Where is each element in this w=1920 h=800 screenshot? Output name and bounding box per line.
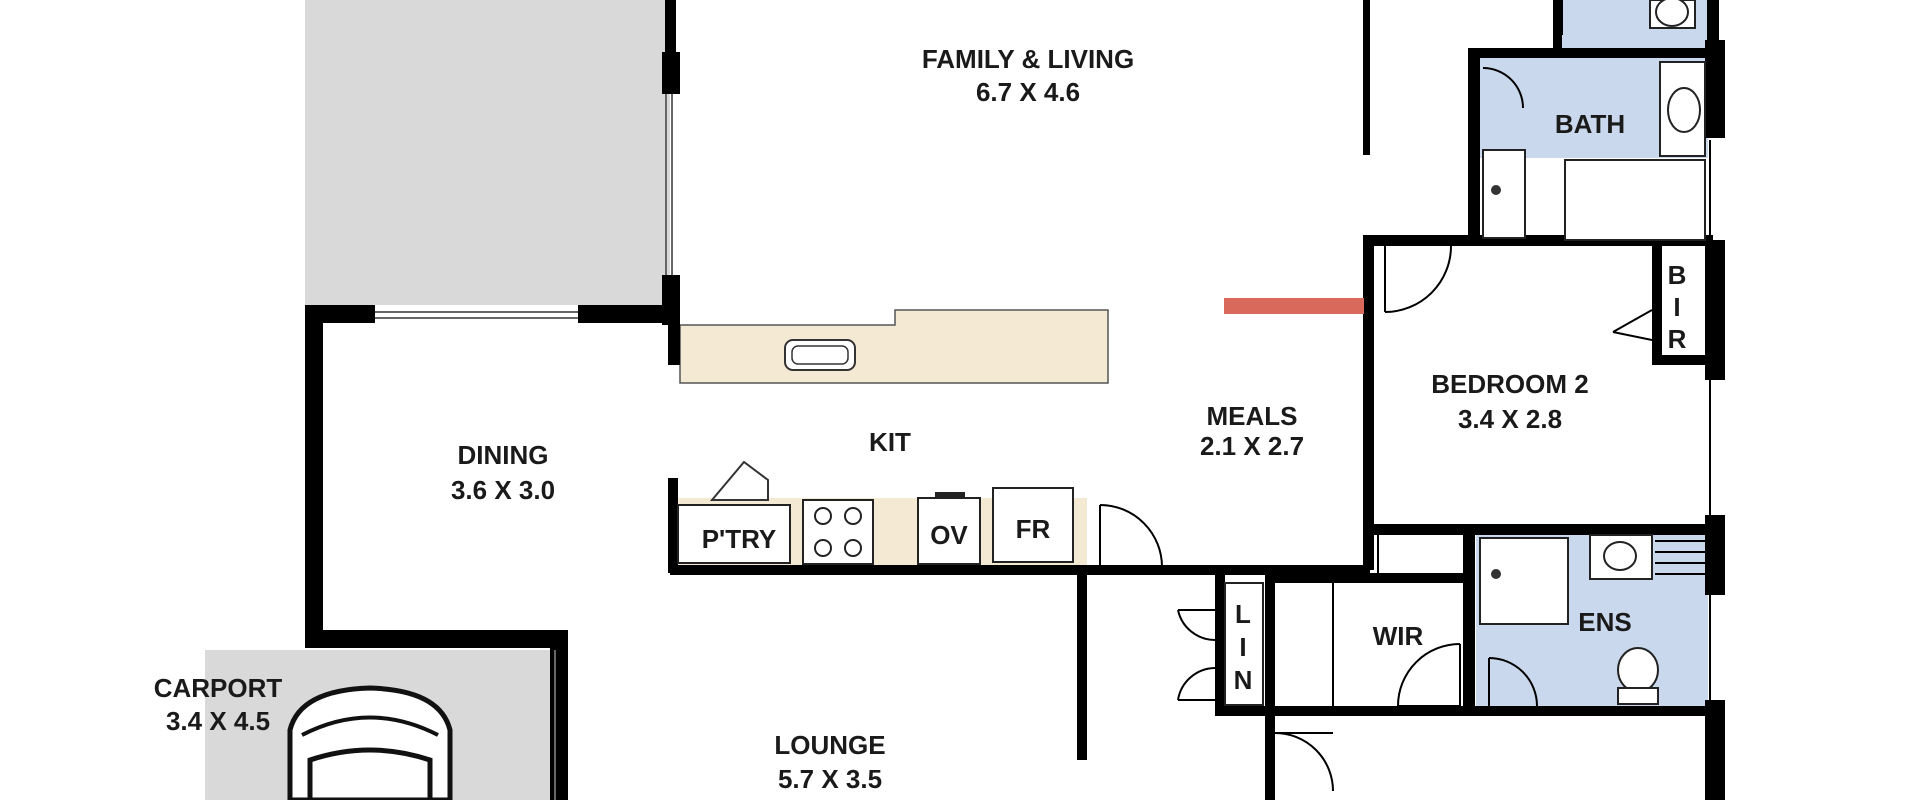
ens-fixtures (1479, 534, 1705, 707)
wir-door (1397, 643, 1461, 707)
meals-size: 2.1 X 2.7 (1200, 431, 1304, 461)
cooktop (802, 499, 874, 565)
meals-door (1099, 504, 1163, 568)
lounge-size: 5.7 X 3.5 (778, 764, 882, 794)
lounge-name: LOUNGE (774, 730, 885, 760)
family-living-name: FAMILY & LIVING (922, 44, 1134, 74)
bath-fixtures (1482, 61, 1706, 241)
bir-letter-1: B (1668, 260, 1687, 290)
shower-head-icon (1491, 185, 1501, 195)
ens-basin-icon (1603, 541, 1637, 571)
wir-name: WIR (1373, 621, 1424, 651)
feature-wall-accent (1224, 298, 1364, 314)
bedroom2-name: BEDROOM 2 (1431, 369, 1588, 399)
kitchen-island (679, 309, 1109, 384)
bir-door (1612, 309, 1653, 341)
family-living-size: 6.7 X 4.6 (976, 77, 1080, 107)
bath-name: BATH (1555, 109, 1625, 139)
ens-name: ENS (1578, 607, 1631, 637)
oven-box (917, 497, 981, 565)
fridge-box (992, 487, 1074, 563)
pantry-name: P'TRY (702, 524, 777, 554)
bir-letter-3: R (1668, 324, 1687, 354)
pantry-box (677, 504, 791, 564)
bedroom-door (1384, 245, 1452, 313)
alfresco-area (305, 0, 670, 305)
bir-letter-2: I (1673, 292, 1680, 322)
walls (305, 0, 1725, 800)
carport-size: 3.4 X 4.5 (166, 706, 270, 736)
linen-doors (1177, 582, 1264, 706)
bedroom2-size: 3.4 X 2.8 (1458, 404, 1562, 434)
room-labels: FAMILY & LIVING 6.7 X 4.6 BATH BEDROOM 2… (154, 44, 1687, 794)
carport-name: CARPORT (154, 673, 283, 703)
ens-shower-icon (1491, 569, 1501, 579)
lin-letter-1: L (1235, 599, 1251, 629)
lin-letter-2: I (1239, 632, 1246, 662)
toilet-icon (1655, 0, 1689, 27)
windows (375, 94, 673, 800)
lounge-door (1274, 732, 1334, 792)
fridge-name: FR (1016, 514, 1051, 544)
dining-size: 3.6 X 3.0 (451, 475, 555, 505)
ens-toilet-icon (1617, 647, 1659, 693)
basin-icon (1667, 87, 1701, 133)
oven-vent (935, 492, 965, 498)
dining-name: DINING (458, 440, 549, 470)
lin-letter-3: N (1234, 665, 1253, 695)
kit-name: KIT (869, 427, 911, 457)
top-wc (1561, 0, 1696, 35)
oven-name: OV (930, 520, 968, 550)
island-sink (784, 339, 856, 371)
thin-lines (1332, 140, 1711, 706)
meals-name: MEALS (1207, 401, 1298, 431)
pantry-door (709, 460, 769, 501)
car-icon (287, 685, 453, 800)
island-sink-bowl (791, 345, 849, 365)
